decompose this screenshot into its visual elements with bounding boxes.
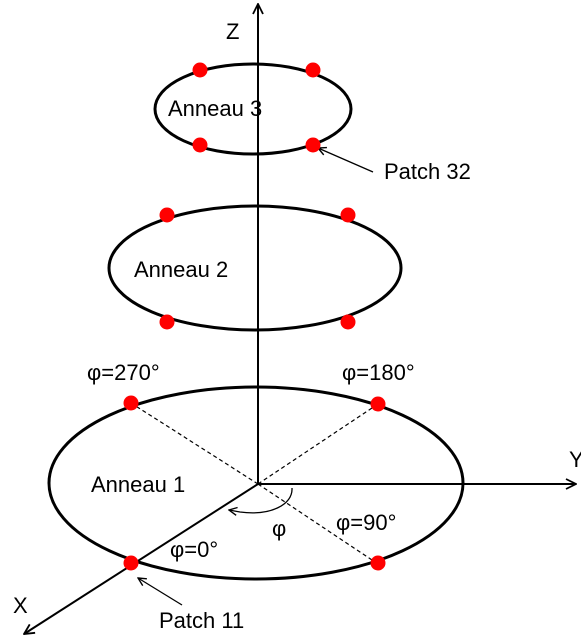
patch-ring1-0	[123, 555, 139, 571]
phi-angle-arc	[229, 487, 293, 513]
phi-180-label: φ=180°	[342, 360, 415, 385]
patch-ring1-180	[370, 396, 386, 412]
patch-ring1-270	[123, 395, 139, 411]
phi-270-label: φ=270°	[87, 360, 160, 385]
ring-3	[153, 62, 353, 156]
patch-32-callout-arrow	[318, 148, 374, 173]
patch-ring2-3	[159, 314, 175, 330]
ring-1	[47, 385, 465, 581]
x-axis-label: X	[13, 593, 28, 618]
radial-line-180	[257, 403, 379, 485]
patch-ring3-1	[192, 62, 208, 78]
y-axis-label: Y	[569, 447, 581, 472]
patches	[123, 62, 386, 571]
patch-ring3-2	[305, 62, 321, 78]
radial-line-90	[257, 483, 379, 565]
ring-3-label: Anneau 3	[168, 96, 262, 121]
patch-ring3-4	[305, 137, 321, 153]
ring-2-label: Anneau 2	[134, 257, 228, 282]
x-axis	[24, 483, 259, 634]
phi-0-label: φ=0°	[170, 537, 218, 562]
ring-2	[107, 204, 403, 332]
patch-ring2-4	[340, 314, 356, 330]
patch-11-label: Patch 11	[159, 608, 244, 633]
patch-ring2-1	[159, 207, 175, 223]
phi-90-label: φ=90°	[336, 510, 396, 535]
ring-1-label: Anneau 1	[91, 472, 185, 497]
patch-32-label: Patch 32	[384, 159, 471, 184]
patch-ring3-3	[192, 137, 208, 153]
patch-ring2-2	[340, 207, 356, 223]
z-axis-label: Z	[226, 19, 239, 44]
patch-ring1-90	[370, 555, 386, 571]
phi-label: φ	[272, 516, 286, 541]
patch-11-callout-arrow	[138, 578, 183, 606]
